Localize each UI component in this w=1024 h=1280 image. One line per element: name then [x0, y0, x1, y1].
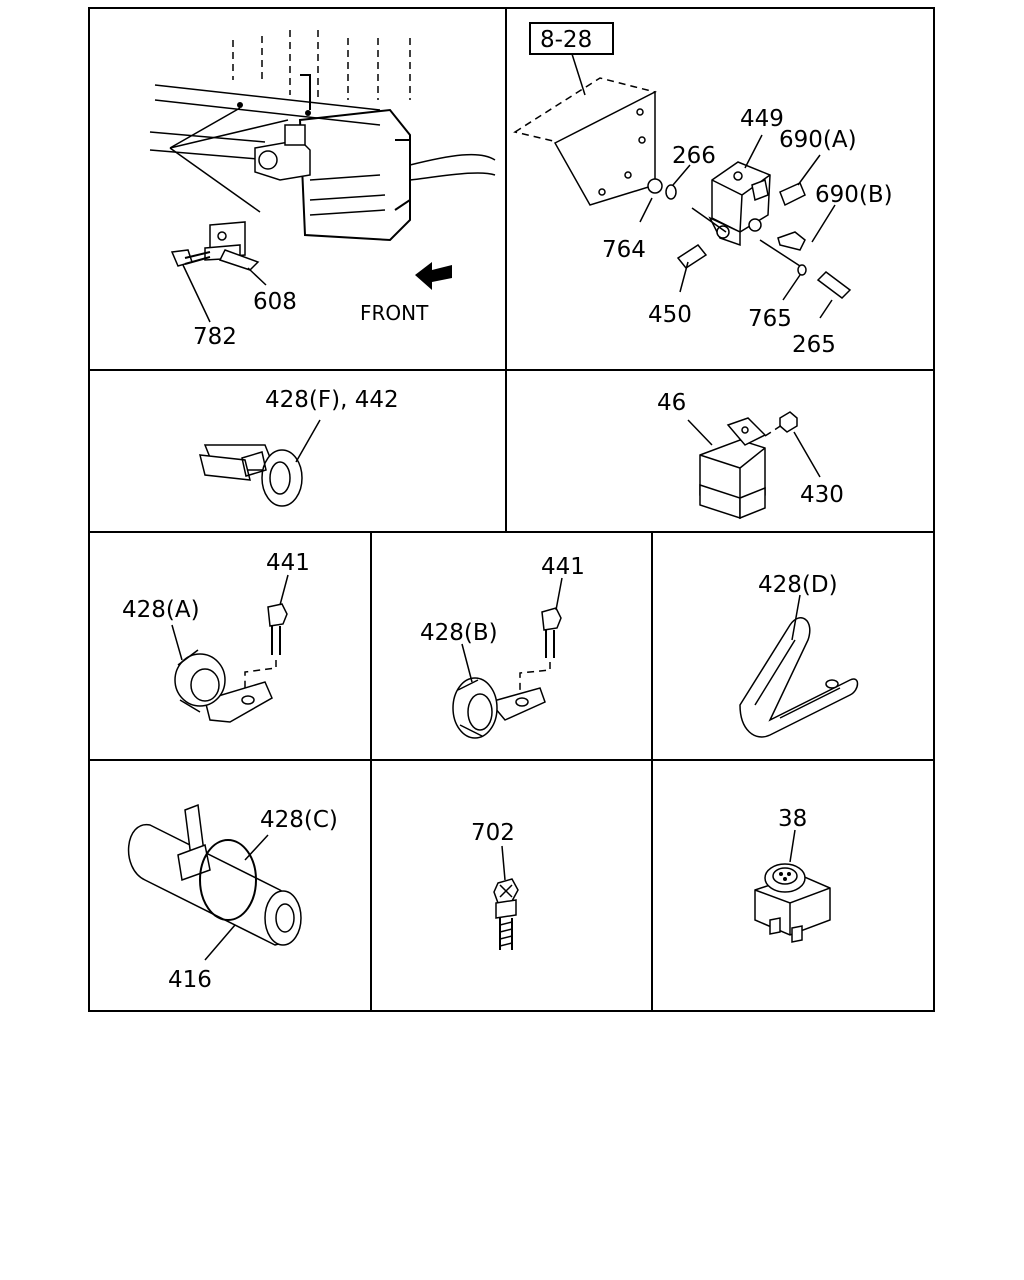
part-label-449: 449	[740, 106, 784, 132]
bracket-608	[204, 221, 260, 271]
panel-clip-428d: 428(D)	[739, 572, 859, 738]
leader-lines	[182, 264, 267, 323]
part-label-428d: 428(D)	[758, 572, 838, 598]
panel-clip-428f: 428(F), 442	[199, 387, 399, 507]
part-label-765: 765	[748, 306, 792, 332]
panel-tie-428c: 428(C) 416	[127, 803, 338, 993]
leader-lines	[171, 574, 289, 661]
panel-relay-assembly: 8-28 449 266	[513, 22, 893, 358]
relay-449	[708, 161, 771, 247]
leader-lines	[501, 845, 506, 881]
leader-lines	[169, 107, 289, 213]
panel-clip-428b: 441 428(B)	[420, 554, 585, 739]
front-label: FRONT	[360, 301, 429, 325]
part-label-690b: 690(B)	[815, 182, 893, 208]
leader-lines	[687, 419, 821, 478]
frame-structure-drawing	[149, 30, 496, 242]
leader-lines	[295, 419, 321, 463]
part-label-416: 416	[168, 967, 212, 993]
part-label-608: 608	[253, 289, 297, 315]
fittings	[647, 178, 852, 299]
leader-lines	[461, 577, 563, 683]
part-label-441: 441	[266, 550, 310, 576]
leader-lines	[789, 829, 796, 863]
panel-relay-46: 46 430	[657, 390, 844, 520]
part-label-46: 46	[657, 390, 686, 416]
leader-lines	[571, 53, 586, 96]
part-label-38: 38	[778, 806, 807, 832]
leader-lines	[204, 834, 269, 961]
leader-lines	[639, 134, 836, 319]
grid-frame	[88, 7, 935, 1012]
part-label-690a: 690(A)	[779, 127, 857, 153]
mounting-bracket	[513, 77, 657, 206]
part-label-428f-442: 428(F), 442	[265, 387, 399, 413]
panel-clip-428a: 441 428(A)	[122, 550, 310, 723]
leader-lines	[791, 594, 801, 641]
part-label-428a: 428(A)	[122, 597, 200, 623]
front-arrow	[415, 262, 452, 290]
part-label-265: 265	[792, 332, 836, 358]
part-label-441: 441	[541, 554, 585, 580]
bolt-782	[170, 249, 211, 267]
panel-connector-38: 38	[754, 806, 831, 943]
part-label-428c: 428(C)	[260, 807, 338, 833]
panel-screw-702: 702	[471, 820, 519, 950]
reference-box-label: 8-28	[540, 27, 592, 53]
part-label-702: 702	[471, 820, 515, 846]
panel-mounting-location: 782 608 FRONT	[149, 30, 496, 350]
part-label-430: 430	[800, 482, 844, 508]
reference-box	[529, 22, 614, 55]
part-label-782: 782	[193, 324, 237, 350]
part-label-764: 764	[602, 237, 646, 263]
part-label-266: 266	[672, 143, 716, 169]
part-label-428b: 428(B)	[420, 620, 498, 646]
part-label-450: 450	[648, 302, 692, 328]
